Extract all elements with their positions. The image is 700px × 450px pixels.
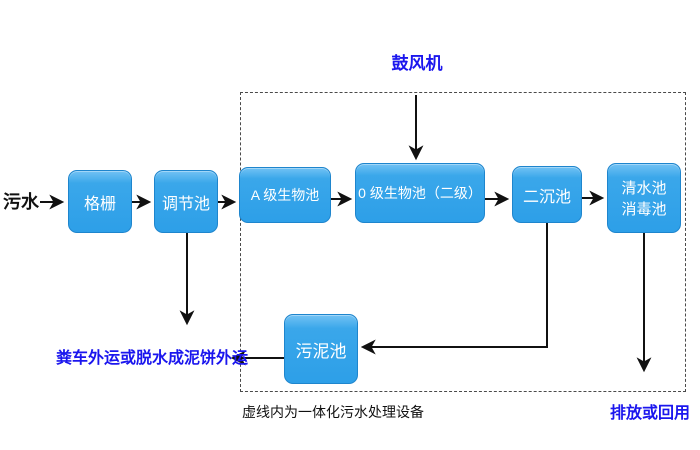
box-regulating-tank-label: 调节池	[161, 195, 210, 213]
box-secondary-sedimentation-tank-label: 二沉池	[522, 188, 571, 206]
box-secondary-sedimentation-tank: 二沉池	[512, 166, 582, 223]
sludge-disposal-label: 粪车外运或脱水成泥饼外运	[56, 350, 249, 367]
integrated-equipment-dashed-boundary	[240, 92, 686, 392]
box-grid: 格栅	[68, 170, 132, 233]
box-sludge-tank-label: 污泥池	[295, 341, 347, 361]
box-sludge-tank: 污泥池	[284, 314, 358, 384]
box-grid-label: 格栅	[83, 195, 116, 213]
box-a-level-bio-tank-label: A 级生物池	[250, 187, 320, 203]
box-clear-water-label: 清水池	[621, 180, 667, 197]
box-regulating-tank: 调节池	[154, 170, 218, 233]
discharge-reuse-label: 排放或回用	[610, 405, 691, 422]
blower-label: 鼓风机	[391, 54, 443, 73]
box-a-level-bio-tank: A 级生物池	[239, 167, 331, 223]
box-clear-water-disinfection-tank: 清水池 消毒池	[607, 163, 681, 233]
box-o-level-bio-tank: 0 级生物池（二级）	[355, 163, 485, 223]
influent-label: 污水	[3, 192, 39, 212]
dashed-boundary-note: 虚线内为一体化污水处理设备	[242, 404, 424, 420]
box-o-level-bio-tank-label: 0 级生物池（二级）	[358, 185, 482, 201]
box-disinfection-label: 消毒池	[621, 201, 667, 218]
